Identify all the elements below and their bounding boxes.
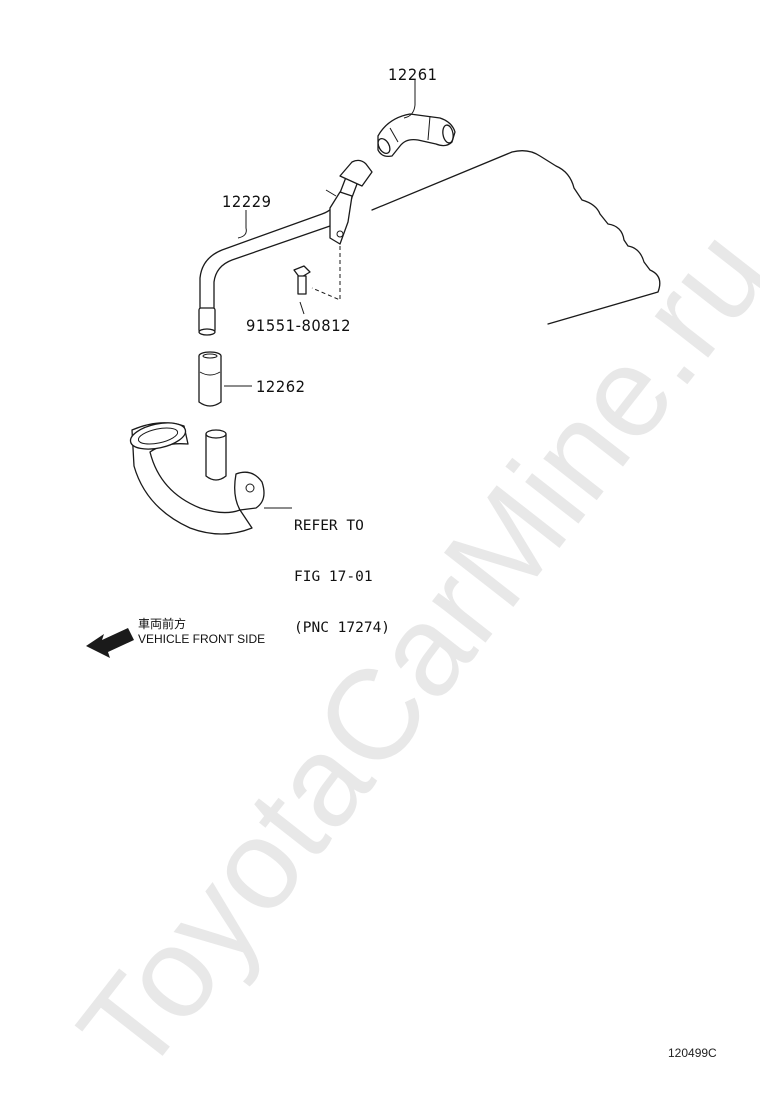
vehicle-front-label-japanese: 車両前方 xyxy=(138,617,187,631)
pipe-12229 xyxy=(198,159,373,336)
refer-note-line-1: REFER TO xyxy=(294,518,364,534)
vehicle-front-arrow-icon xyxy=(86,628,134,658)
refer-note-line-2: FIG 17-01 xyxy=(294,569,373,585)
hose-12262 xyxy=(198,351,252,407)
part-number-12261: 12261 xyxy=(388,65,438,84)
engine-outline xyxy=(371,150,661,325)
part-number-12229: 12229 xyxy=(222,192,272,211)
hose-12261 xyxy=(377,80,456,158)
refer-note: REFER TO FIG 17-01 (PNC 17274) xyxy=(294,484,390,654)
part-number-91551-80812: 91551-80812 xyxy=(246,316,352,335)
elbow-pipe xyxy=(129,422,292,535)
vehicle-front-label-english: VEHICLE FRONT SIDE xyxy=(138,632,266,646)
bolt-locator-lines xyxy=(311,246,341,301)
vehicle-front-label: 車両前方 VEHICLE FRONT SIDE xyxy=(138,617,265,647)
bolt-91551-80812 xyxy=(293,265,311,315)
part-number-12262: 12262 xyxy=(256,377,306,396)
illustration-code: 120499C xyxy=(668,1046,717,1060)
refer-note-line-3: (PNC 17274) xyxy=(294,620,391,636)
